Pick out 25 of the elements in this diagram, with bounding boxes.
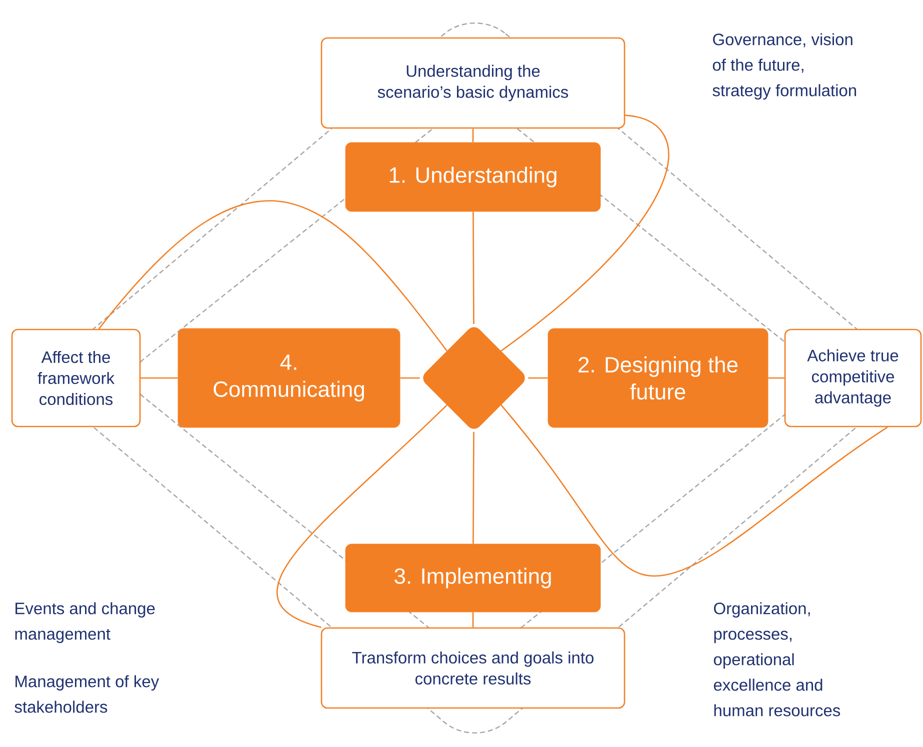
outcome-box: Affect the framework conditions (11, 328, 141, 428)
connector-line (98, 200, 448, 352)
connector-line (472, 212, 474, 324)
connector-line (528, 377, 548, 379)
note-text: Management of key stakeholders (14, 675, 160, 713)
connector-line (140, 377, 178, 379)
connector-line (500, 404, 888, 577)
phase-box: 2. Designing the future (548, 328, 768, 428)
connector-line (472, 128, 474, 142)
connector-line (472, 432, 474, 544)
outcome-box: Transform choices and goals into concrete results (320, 627, 626, 709)
note-text: Events and change management (15, 602, 155, 644)
connector-line (768, 377, 784, 379)
connector-line (500, 114, 669, 352)
outcome-box: Understanding the scenario’s basic dynamics (320, 37, 626, 129)
phase-box: 4. Communicating (178, 328, 400, 428)
connector-line (472, 612, 474, 628)
note-text: Governance, vision of the future, strategy formulation (712, 33, 856, 100)
phase-box: 3. Implementing (345, 544, 601, 612)
center-diamond (423, 327, 525, 429)
outcome-box: Achieve true competitive advantage (784, 328, 922, 428)
phase-box: 1. Understanding (345, 142, 601, 212)
connector-line (276, 404, 448, 628)
note-text: Organization, processes, operational excellence and human resources (714, 602, 840, 716)
connector-line (400, 377, 420, 379)
